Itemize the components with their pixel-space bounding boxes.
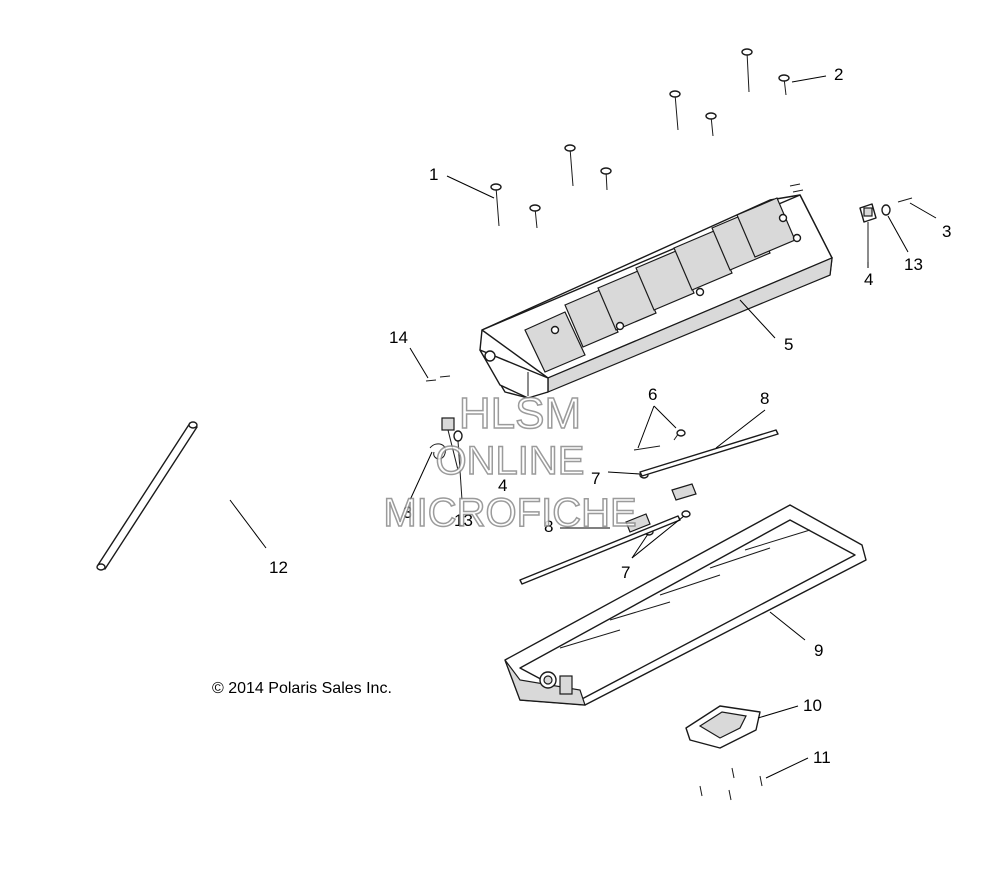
callout-10: 10: [803, 696, 822, 715]
callout-13-left: 13: [454, 511, 473, 530]
callout-1: 1: [429, 165, 438, 184]
hinge-rod-upper: [639, 429, 779, 501]
callout-9: 9: [814, 641, 823, 660]
screw-icon: [564, 144, 576, 187]
washer-icon-left: [453, 430, 463, 501]
screw-icon: [741, 48, 753, 93]
callout-2: 2: [834, 65, 843, 84]
watermark-line-3: MICROFICHE: [383, 491, 636, 535]
watermark: HLSM ONLINE MICROFICHE: [383, 388, 638, 536]
callout-labels: 1 2 3 4 13 5 14 6 8 7 4 3 13 8 12 7 9 10…: [269, 65, 951, 767]
screws-part-11: [699, 767, 763, 801]
callout-6: 6: [648, 385, 657, 404]
callout-11: 11: [813, 748, 831, 767]
callout-3-left: 3: [403, 503, 412, 522]
latch-assembly: [685, 705, 761, 749]
callout-8-lower: 8: [544, 517, 553, 536]
watermark-line-1: HLSM: [459, 389, 581, 438]
clip-nut-left: [441, 417, 459, 471]
small-pins: [789, 183, 804, 193]
watermark-line-2: ONLINE: [436, 439, 585, 483]
screw-icon: [600, 167, 612, 191]
callout-4-right: 4: [864, 270, 873, 289]
screws-group-1-2: [490, 48, 790, 229]
copyright-notice: © 2014 Polaris Sales Inc.: [212, 680, 392, 697]
screws-part-14: [425, 375, 451, 382]
screw-icon: [705, 112, 717, 137]
screw-icon: [490, 183, 502, 227]
hinge-tube: [96, 421, 198, 571]
screw-icon: [669, 90, 681, 131]
callout-14: 14: [389, 328, 408, 347]
callout-7-upper: 7: [591, 469, 600, 488]
pins-part-6: [633, 429, 686, 451]
callout-8-upper: 8: [760, 389, 769, 408]
screw-icon-right: [897, 197, 913, 203]
callout-13-right: 13: [904, 255, 923, 274]
callout-5: 5: [784, 335, 793, 354]
screw-icon: [778, 74, 790, 96]
screw-icon: [529, 204, 541, 229]
clip-nut-right: [859, 203, 877, 262]
washer-icon-right: [881, 204, 891, 216]
callout-7-lower: 7: [621, 563, 630, 582]
callout-3-right: 3: [942, 222, 951, 241]
hinge-rod-lower: [519, 513, 681, 585]
tread-pad-icons: [524, 197, 796, 373]
callout-12: 12: [269, 558, 288, 577]
leader-lines: [229, 75, 937, 779]
step-tray-top: [479, 194, 833, 399]
clip-spring-left: [429, 443, 446, 460]
callout-4-left: 4: [498, 476, 507, 495]
lower-housing: [504, 504, 867, 706]
